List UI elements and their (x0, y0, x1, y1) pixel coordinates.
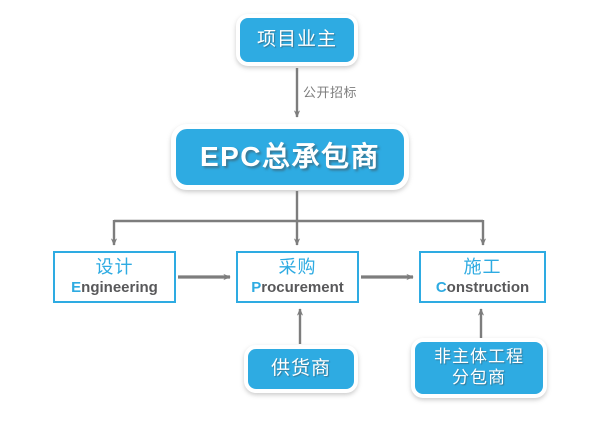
node-subcontractor-line1: 非主体工程 (434, 347, 524, 367)
node-subcontractor-line2: 分包商 (452, 368, 506, 387)
node-subcontractor-label: 非主体工程分包商 (434, 347, 524, 388)
node-procurement-rest: rocurement (261, 278, 344, 296)
node-procurement-initial: P (251, 278, 262, 296)
node-epc-contractor-label: EPC总承包商 (199, 140, 381, 172)
node-procurement-label-en: Procurement (251, 279, 344, 297)
node-construction-label-en: Construction (436, 279, 529, 297)
node-engineering-label-en: Engineering (71, 279, 158, 297)
node-epc-contractor[interactable]: EPC总承包商 (171, 124, 409, 190)
node-engineering-rest: ngineering (81, 278, 158, 296)
node-project-owner[interactable]: 项目业主 (236, 14, 358, 66)
node-supplier[interactable]: 供货商 (244, 345, 358, 393)
node-engineering-label-cn: 设计 (95, 257, 134, 278)
node-construction-rest: onstruction (446, 278, 530, 296)
node-engineering-initial: E (71, 278, 82, 296)
node-engineering[interactable]: 设计 Engineering (53, 251, 176, 303)
node-procurement-label-cn: 采购 (278, 257, 317, 278)
node-procurement[interactable]: 采购 Procurement (236, 251, 359, 303)
node-construction-label-cn: 施工 (463, 257, 502, 278)
edge-epc-to-bus (114, 191, 483, 223)
node-construction[interactable]: 施工 Construction (419, 251, 546, 303)
edge-label-public-tender: 公开招标 (303, 85, 358, 100)
node-construction-initial: C (435, 278, 447, 296)
node-supplier-label: 供货商 (270, 358, 331, 380)
node-project-owner-label: 项目业主 (256, 29, 337, 51)
node-subcontractor[interactable]: 非主体工程分包商 (411, 338, 547, 398)
